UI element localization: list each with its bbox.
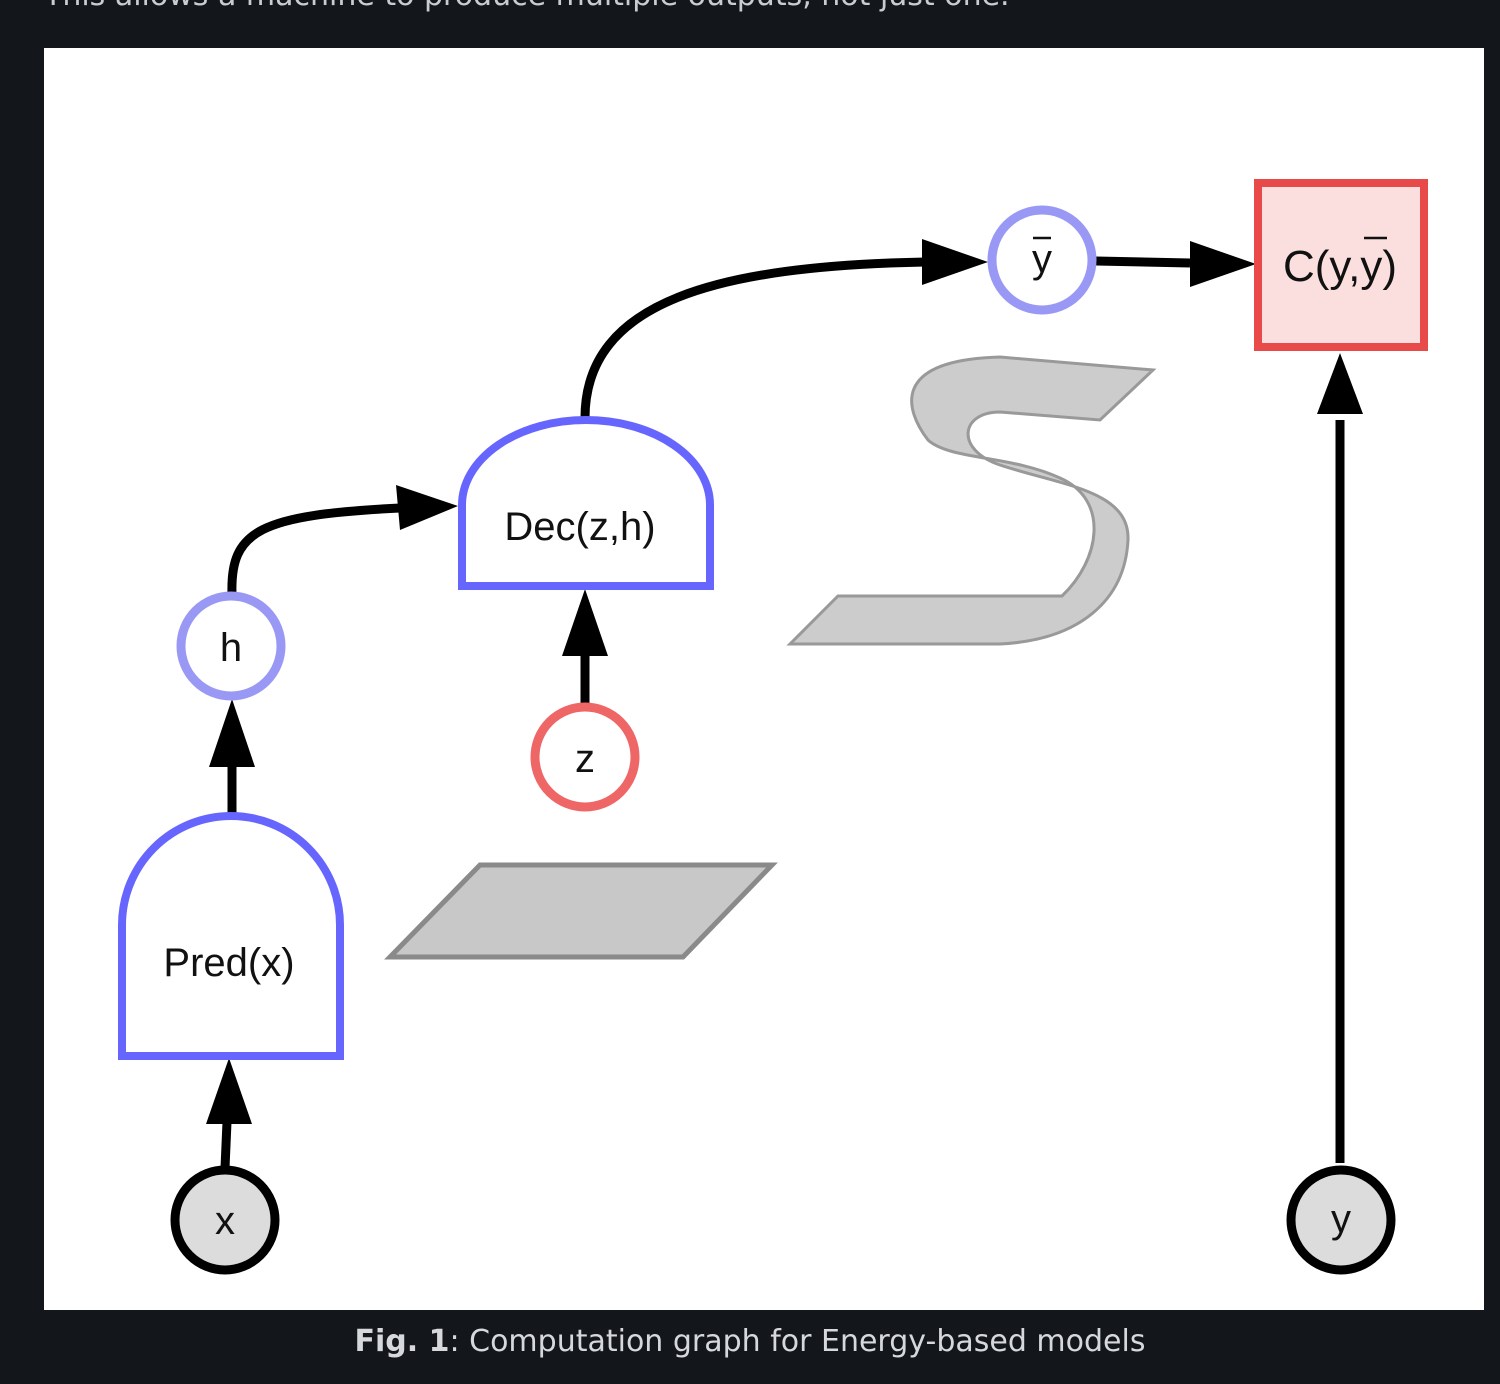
arrowhead-x-to-pred bbox=[206, 1058, 252, 1124]
caption-label: Fig. 1 bbox=[354, 1324, 450, 1359]
cost-module-label: C(y,y) bbox=[1283, 242, 1397, 291]
dec-module-label: Dec(z,h) bbox=[504, 505, 655, 549]
arrowhead-z-to-dec bbox=[562, 589, 608, 656]
figure-caption: Fig. 1: Computation graph for Energy-bas… bbox=[0, 1322, 1500, 1362]
latent-space-plane bbox=[384, 862, 778, 960]
edge-h-to-dec bbox=[227, 503, 401, 595]
output-manifold-ribbon bbox=[786, 355, 1157, 646]
figure-panel: Pred(x) Dec(z,h) h z y C(y,y) x y bbox=[44, 48, 1484, 1310]
z-node-label: z bbox=[575, 737, 595, 781]
edges bbox=[220, 256, 1345, 1169]
y-node-label: y bbox=[1331, 1197, 1351, 1241]
x-node bbox=[170, 1165, 280, 1275]
cost-prefix: C(y, bbox=[1283, 242, 1360, 291]
edge-x-to-pred bbox=[220, 1121, 232, 1169]
ybar-node bbox=[987, 205, 1097, 315]
h-node-label: h bbox=[220, 626, 242, 670]
arrowhead-y-to-cost bbox=[1317, 353, 1363, 414]
edge-dec-to-ybar bbox=[580, 257, 926, 419]
computation-graph-diagram: Pred(x) Dec(z,h) h z y C(y,y) x y bbox=[118, 179, 1428, 1275]
z-node bbox=[530, 702, 640, 812]
arrowhead-dec-to-ybar bbox=[922, 239, 988, 285]
intro-text: This allows a machine to produce multipl… bbox=[44, 0, 1010, 14]
x-node-label: x bbox=[215, 1199, 235, 1243]
y-node bbox=[1286, 1165, 1396, 1275]
arrowheads bbox=[206, 239, 1363, 1124]
cost-module bbox=[1254, 179, 1428, 351]
edge-ybar-to-cost bbox=[1095, 256, 1191, 268]
h-node bbox=[176, 591, 286, 701]
caption-text: : Computation graph for Energy-based mod… bbox=[449, 1324, 1146, 1359]
ybar-node-label: y bbox=[1032, 237, 1052, 281]
dec-module bbox=[458, 416, 714, 590]
arrowhead-ybar-to-cost bbox=[1190, 241, 1256, 287]
arrowhead-pred-to-h bbox=[209, 699, 255, 767]
pred-module-label: Pred(x) bbox=[163, 941, 294, 985]
pred-module bbox=[118, 812, 344, 1060]
cost-ybar: y bbox=[1360, 242, 1382, 291]
cost-suffix: ) bbox=[1382, 242, 1397, 291]
arrowhead-h-to-dec bbox=[396, 485, 458, 530]
